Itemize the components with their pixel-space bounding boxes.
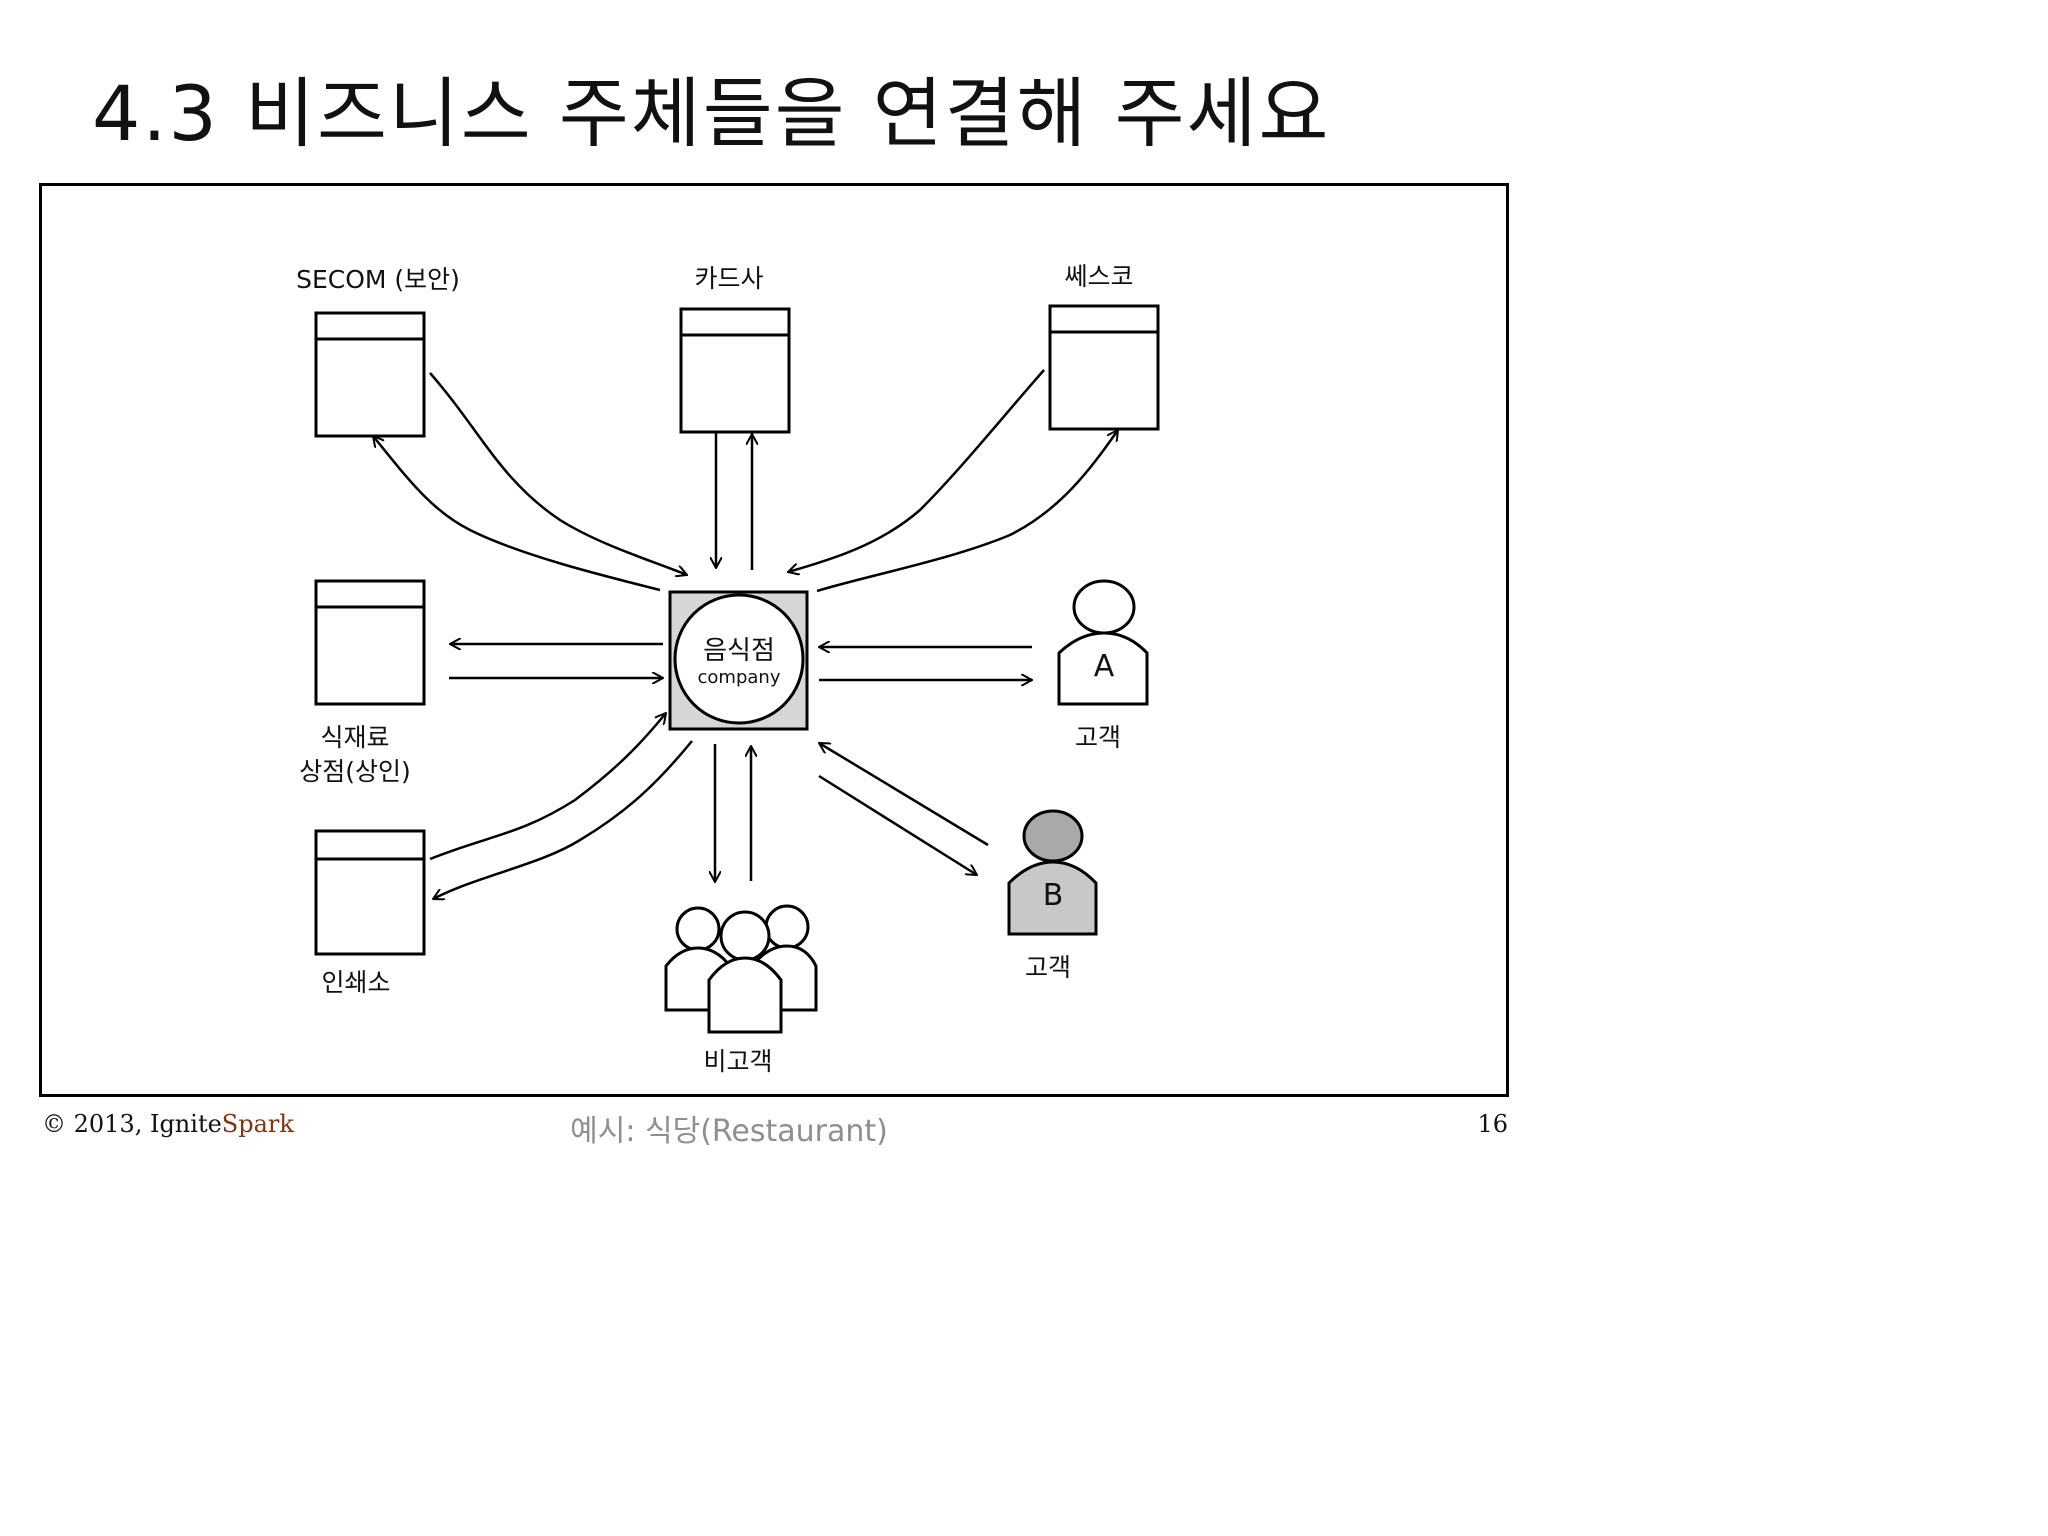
secom-label: SECOM (보안) — [296, 265, 460, 294]
arrow-hub-to-secom — [373, 436, 661, 592]
diagram-frame — [39, 183, 1509, 1097]
connection-arrows — [373, 369, 1118, 899]
non-customer-group-icon — [664, 904, 818, 1034]
customer-a-icon — [1057, 579, 1149, 706]
card-company-label: 카드사 — [694, 264, 764, 293]
print-shop-label: 인쇄소 — [321, 968, 391, 997]
sesco-label: 쎄스코 — [1064, 262, 1134, 291]
copyright-text: © 2013, Ignite — [42, 1110, 222, 1138]
arrow-hub-to-customer-b — [818, 774, 977, 875]
secom-box — [314, 311, 426, 438]
sesco-box — [1048, 304, 1160, 431]
restaurant-hub — [668, 590, 809, 731]
customer-b-label: 고객 — [1024, 953, 1072, 982]
page-number: 16 — [1477, 1110, 1508, 1138]
customer-a-letter: A — [1093, 649, 1115, 684]
print-shop-box — [314, 829, 426, 956]
customer-b-icon — [1007, 809, 1098, 936]
supplier-label-line2: 상점(상인) — [299, 757, 411, 786]
customer-a-label: 고객 — [1074, 723, 1122, 752]
brand-name: Spark — [221, 1110, 294, 1138]
hub-subtitle: company — [697, 667, 781, 688]
supplier-label-line1: 식재료 — [320, 723, 390, 752]
supplier-box — [314, 579, 426, 706]
arrow-secom-to-hub — [429, 372, 687, 575]
footer-example: 예시: 식당(Restaurant) — [570, 1114, 888, 1149]
footer-copyright: © 2013, IgniteSpark — [42, 1110, 294, 1138]
arrow-hub-to-sesco — [816, 430, 1118, 593]
arrow-sesco-to-hub — [788, 369, 1045, 572]
card-company-box — [679, 307, 791, 434]
arrow-customer-b-to-hub — [819, 743, 989, 847]
slide-title: 4.3 비즈니스 주체들을 연결해 주세요 — [92, 69, 1331, 158]
business-diagram — [314, 304, 1160, 1034]
arrow-print-to-hub — [429, 713, 666, 861]
hub-name: 음식점 — [703, 636, 775, 666]
arrow-hub-to-print — [433, 740, 693, 899]
non-customer-label: 비고객 — [703, 1047, 773, 1076]
customer-b-letter: B — [1042, 878, 1064, 913]
